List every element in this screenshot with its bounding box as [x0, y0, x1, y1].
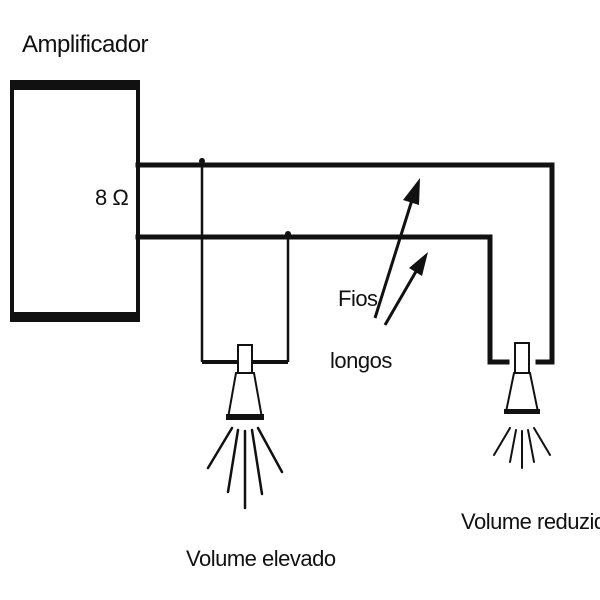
junction-dot-top — [199, 158, 205, 164]
speaker-near-cone — [226, 372, 264, 419]
long-wire-pair — [135, 162, 555, 365]
speaker-far-magnet — [514, 342, 530, 374]
long-wire-top — [135, 162, 555, 365]
long-wire-arrows — [373, 178, 428, 326]
impedance-label: 8 Ω — [95, 185, 128, 210]
arrow-top-head — [403, 178, 420, 205]
amplifier-top-bar — [10, 80, 140, 90]
arrow-bottom-shaft — [383, 267, 420, 326]
sound-waves-weak-icon — [493, 427, 551, 469]
speaker-far — [493, 342, 551, 469]
short-wire-loop — [199, 158, 291, 364]
arrow-bottom-head — [409, 252, 428, 276]
long-wires-label-line2: longos — [330, 348, 392, 373]
junction-dot-bottom — [285, 231, 291, 237]
speaker-near-label: Volume elevado — [186, 546, 336, 571]
speaker-near-magnet — [237, 344, 253, 374]
speaker-far-cone — [504, 372, 540, 413]
long-wire-bottom — [135, 234, 510, 365]
speaker-near-rim — [226, 414, 264, 420]
amplifier-label: Amplificador — [22, 31, 149, 58]
amplifier-bottom-bar — [10, 312, 140, 322]
amplifier-box — [10, 80, 140, 322]
speaker-far-rim — [504, 409, 540, 414]
sound-waves-strong-icon — [206, 426, 284, 510]
speaker-near — [206, 344, 284, 510]
arrow-top-shaft — [373, 199, 414, 319]
speaker-far-label: Volume reduzido — [461, 509, 600, 534]
long-wires-label-line1: Fios — [338, 286, 378, 311]
